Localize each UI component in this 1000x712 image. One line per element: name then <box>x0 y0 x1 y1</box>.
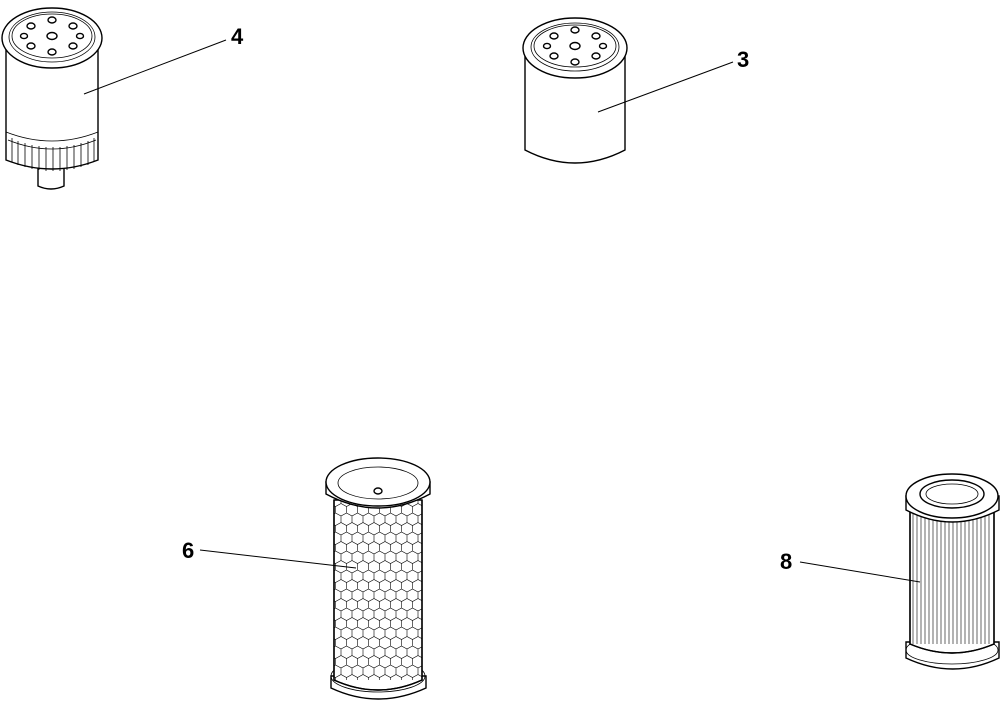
hex-mesh-element-icon <box>325 457 431 700</box>
pleated-element-icon <box>905 473 1000 670</box>
part-6-mesh-element: 6 <box>182 457 431 700</box>
callout-8: 8 <box>780 549 792 574</box>
spin-on-filter-icon <box>522 17 628 164</box>
part-3-spin-on-filter: 3 <box>522 17 749 164</box>
callout-3: 3 <box>737 47 749 72</box>
part-4-fuel-filter: 4 <box>1 7 244 190</box>
callout-6: 6 <box>182 538 194 563</box>
callout-4: 4 <box>231 24 244 49</box>
part-8-pleated-element: 8 <box>780 473 1000 670</box>
fuel-filter-with-drain-icon <box>1 7 103 190</box>
